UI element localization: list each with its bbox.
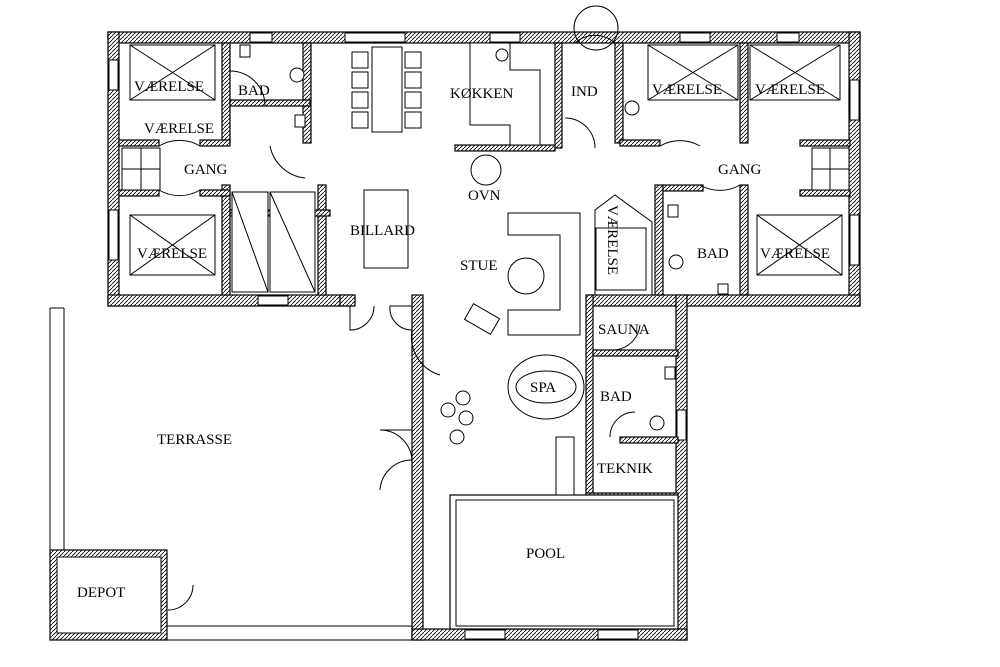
label-vaerelse-nw-second: VÆRELSE [144,121,214,137]
label-ind: IND [571,84,598,100]
label-vaerelse-nw-top: VÆRELSE [134,79,204,95]
label-ovn: OVN [468,188,501,204]
terrasse-area [49,307,412,641]
label-depot: DEPOT [77,585,125,601]
label-bad-nw: BAD [238,83,270,99]
label-gang-east: GANG [718,162,761,178]
label-terrasse: TERRASSE [157,432,232,448]
label-bad-south: BAD [600,389,632,405]
label-koekken: KØKKEN [450,86,513,102]
label-pool: POOL [526,546,565,562]
windows [108,32,860,640]
room-labels: VÆRELSE VÆRELSE BAD GANG VÆRELSE BILLARD… [77,79,830,601]
label-teknik: TEKNIK [597,461,653,477]
label-vaerelse-sw: VÆRELSE [137,246,207,262]
outer-walls [107,31,861,641]
label-bad-east: BAD [697,246,729,262]
interior-walls [118,42,851,630]
label-vaerelse-ne-right: VÆRELSE [755,82,825,98]
label-stue: STUE [460,258,498,274]
label-spa: SPA [530,380,556,396]
label-vaerelse-se: VÆRELSE [760,246,830,262]
label-vaerelse-ne-left: VÆRELSE [652,82,722,98]
label-vaerelse-vertical: VÆRELSE [604,205,620,275]
label-gang-west: GANG [184,162,227,178]
doors [158,5,741,611]
label-billard: BILLARD [350,223,415,239]
label-sauna: SAUNA [598,322,650,338]
furniture [121,42,850,496]
